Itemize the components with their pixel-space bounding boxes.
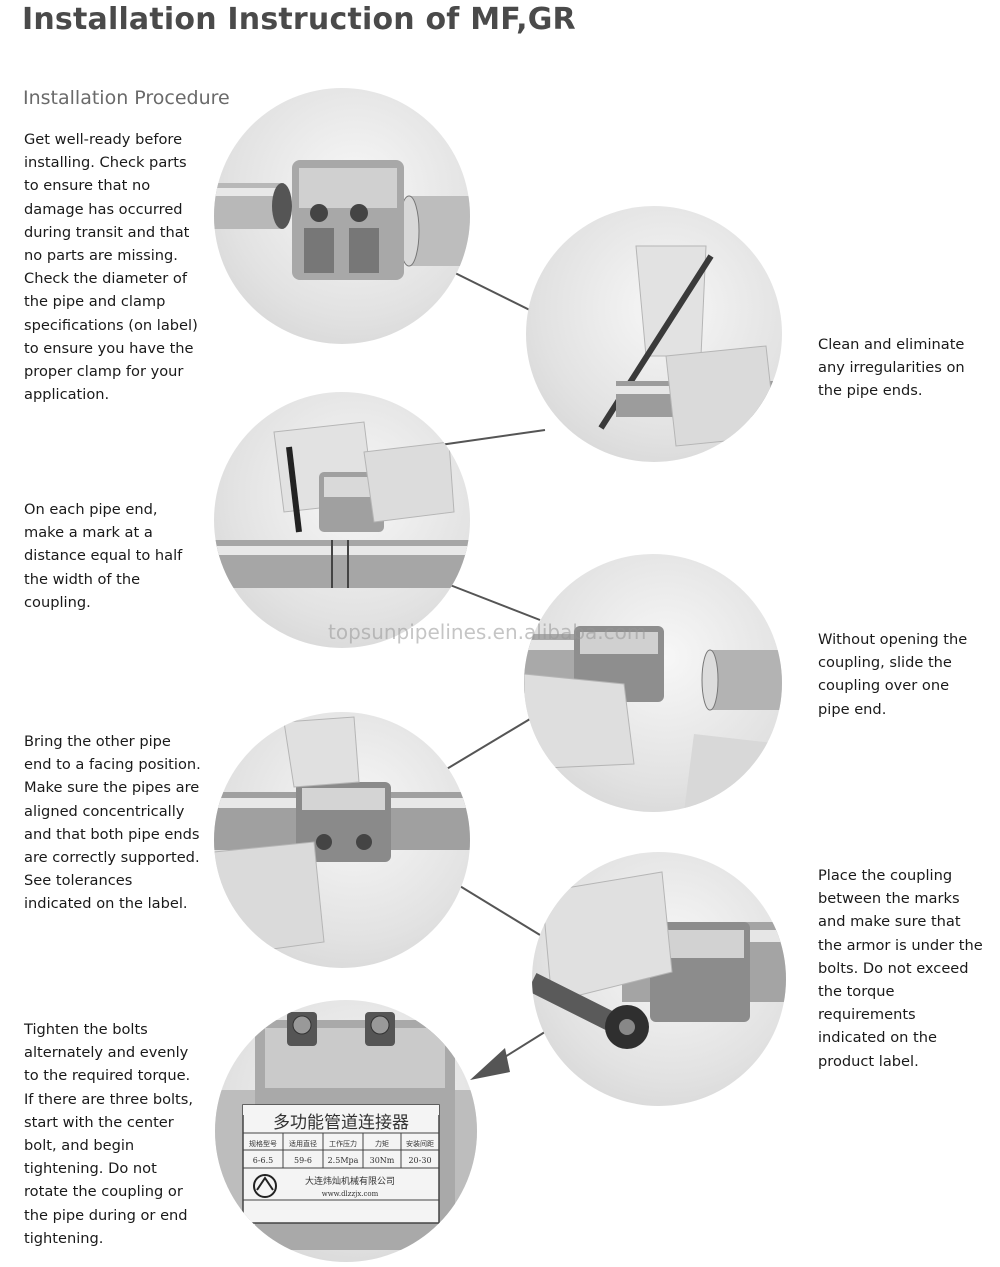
label-maker: 大连炜灿机械有限公司 (305, 1175, 395, 1187)
step-6-text: Place the coupling between the marks and… (818, 867, 983, 1070)
step-5-photo (214, 712, 470, 968)
step-7-photo: 多功能管道连接器 规格型号 适用直径 工作压力 力矩 安装间距 6-6.5 59… (215, 1000, 477, 1262)
step-4-text: Without opening the coupling, slide the … (818, 631, 968, 718)
label-val-5: 20-30 (408, 1156, 431, 1165)
step-3-photo (214, 392, 470, 648)
step-6-photo (532, 852, 786, 1106)
label-val-4: 30Nm (370, 1156, 395, 1165)
step-7-text: Tighten the bolts alternately and evenly… (24, 1021, 194, 1247)
label-heading: 多功能管道连接器 (273, 1113, 409, 1133)
label-col-3: 工作压力 (329, 1139, 357, 1148)
label-val-1: 6-6.5 (253, 1156, 274, 1165)
label-logo-icon (253, 1174, 277, 1198)
label-val-2: 59-6 (294, 1156, 312, 1165)
step-2-photo (526, 206, 782, 462)
label-val-3: 2.5Mpa (328, 1156, 359, 1165)
label-col-2: 适用直径 (289, 1139, 317, 1148)
step-1-photo (214, 88, 470, 344)
step-5-text: Bring the other pipe end to a facing pos… (24, 733, 201, 913)
label-col-5: 安装间距 (406, 1139, 434, 1148)
step-1-text: Get well-ready before installing. Check … (24, 131, 198, 404)
label-col-4: 力矩 (375, 1139, 389, 1148)
step-4-photo (524, 554, 782, 812)
watermark: topsunpipelines.en.alibaba.com (328, 620, 647, 644)
label-web: www.dlzzjx.com (322, 1190, 379, 1198)
label-col-1: 规格型号 (249, 1139, 277, 1148)
step-2-text: Clean and eliminate any irregularities o… (818, 336, 965, 400)
step-3-text: On each pipe end, make a mark at a dista… (24, 501, 183, 611)
section-subtitle: Installation Procedure (23, 87, 230, 109)
page-title: Installation Instruction of MF,GR (22, 2, 576, 37)
